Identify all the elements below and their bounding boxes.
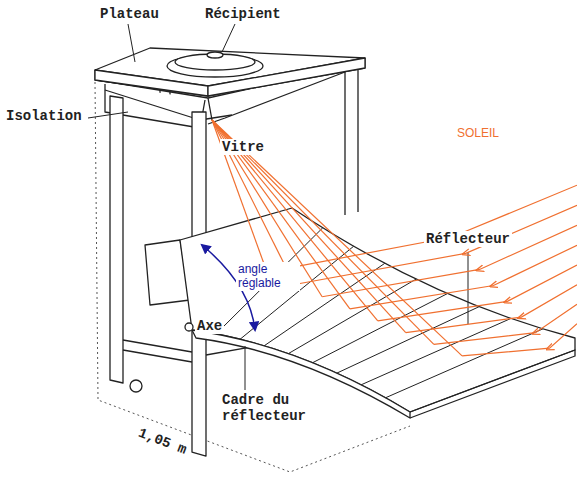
cooker-frame xyxy=(88,24,575,472)
part-label: Cadre du réflecteur xyxy=(222,392,348,424)
angle-label: angle réglable xyxy=(236,262,300,291)
reflector-slat xyxy=(216,228,323,334)
reflected-ray xyxy=(212,120,406,333)
part-label: Réflecteur xyxy=(424,231,512,247)
part-label: Isolation xyxy=(6,108,82,124)
reflected-ray xyxy=(212,120,434,344)
reflected-ray xyxy=(212,120,294,284)
reflected-ray xyxy=(212,120,378,321)
sun-label: SOLEIL xyxy=(455,127,501,141)
sun-rays xyxy=(212,120,577,356)
incoming-ray xyxy=(406,285,577,333)
part-label: Récipient xyxy=(205,6,281,22)
incoming-ray xyxy=(350,245,577,309)
reflector-slat xyxy=(386,329,543,398)
incoming-ray xyxy=(434,304,577,344)
incoming-ray xyxy=(462,324,577,356)
part-label: Vitre xyxy=(220,139,266,155)
reflected-ray xyxy=(212,120,350,309)
incoming-ray xyxy=(322,225,577,296)
part-label: Axe xyxy=(195,318,224,334)
part-label: Plateau xyxy=(100,6,159,22)
incoming-ray xyxy=(378,265,577,321)
dimension-label: 1,05 m xyxy=(134,424,191,459)
